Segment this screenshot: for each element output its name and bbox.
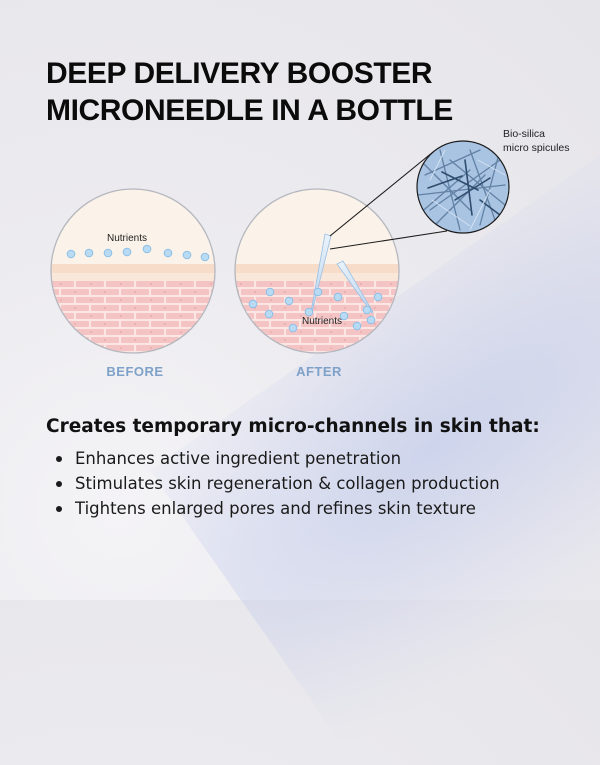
title-line-1: DEEP DELIVERY BOOSTER — [46, 57, 433, 90]
spicules-label: Bio-silica micro spicules — [503, 127, 598, 155]
title-line-2: MICRONEEDLE IN A BOTTLE — [46, 94, 453, 127]
benefit-text: Enhances active ingredient penetration — [75, 449, 402, 468]
after-circle: Nutrients — [234, 188, 400, 354]
before-nutrient-particles — [66, 244, 210, 262]
skin-diagram: Nutrients Nutrients — [50, 140, 510, 354]
before-caption: BEFORE — [106, 364, 164, 379]
zoom-callout-lines — [329, 151, 448, 250]
before-nutrients-label: Nutrients — [107, 233, 147, 244]
spicule-needle — [336, 260, 374, 314]
after-caption: AFTER — [296, 364, 342, 379]
after-nutrients-label: Nutrients — [302, 316, 342, 327]
before-circle: Nutrients — [50, 188, 216, 354]
benefit-item: Tightens enlarged pores and refines skin… — [48, 496, 500, 521]
benefit-text: Stimulates skin regeneration & collagen … — [75, 474, 500, 493]
spicules-label-line-1: Bio-silica — [503, 128, 546, 140]
benefits-list: Enhances active ingredient penetration S… — [48, 446, 500, 521]
benefit-item: Stimulates skin regeneration & collagen … — [48, 471, 500, 496]
benefits-heading: Creates temporary micro-channels in skin… — [46, 416, 540, 437]
bullet-icon — [56, 506, 62, 512]
benefit-item: Enhances active ingredient penetration — [48, 446, 500, 471]
spicules-label-line-2: micro spicules — [503, 142, 570, 154]
bullet-icon — [56, 456, 62, 462]
benefit-text: Tightens enlarged pores and refines skin… — [75, 499, 476, 518]
zoom-spicules-circle — [416, 140, 510, 234]
bullet-icon — [56, 481, 62, 487]
after-nutrient-particles — [248, 287, 383, 333]
